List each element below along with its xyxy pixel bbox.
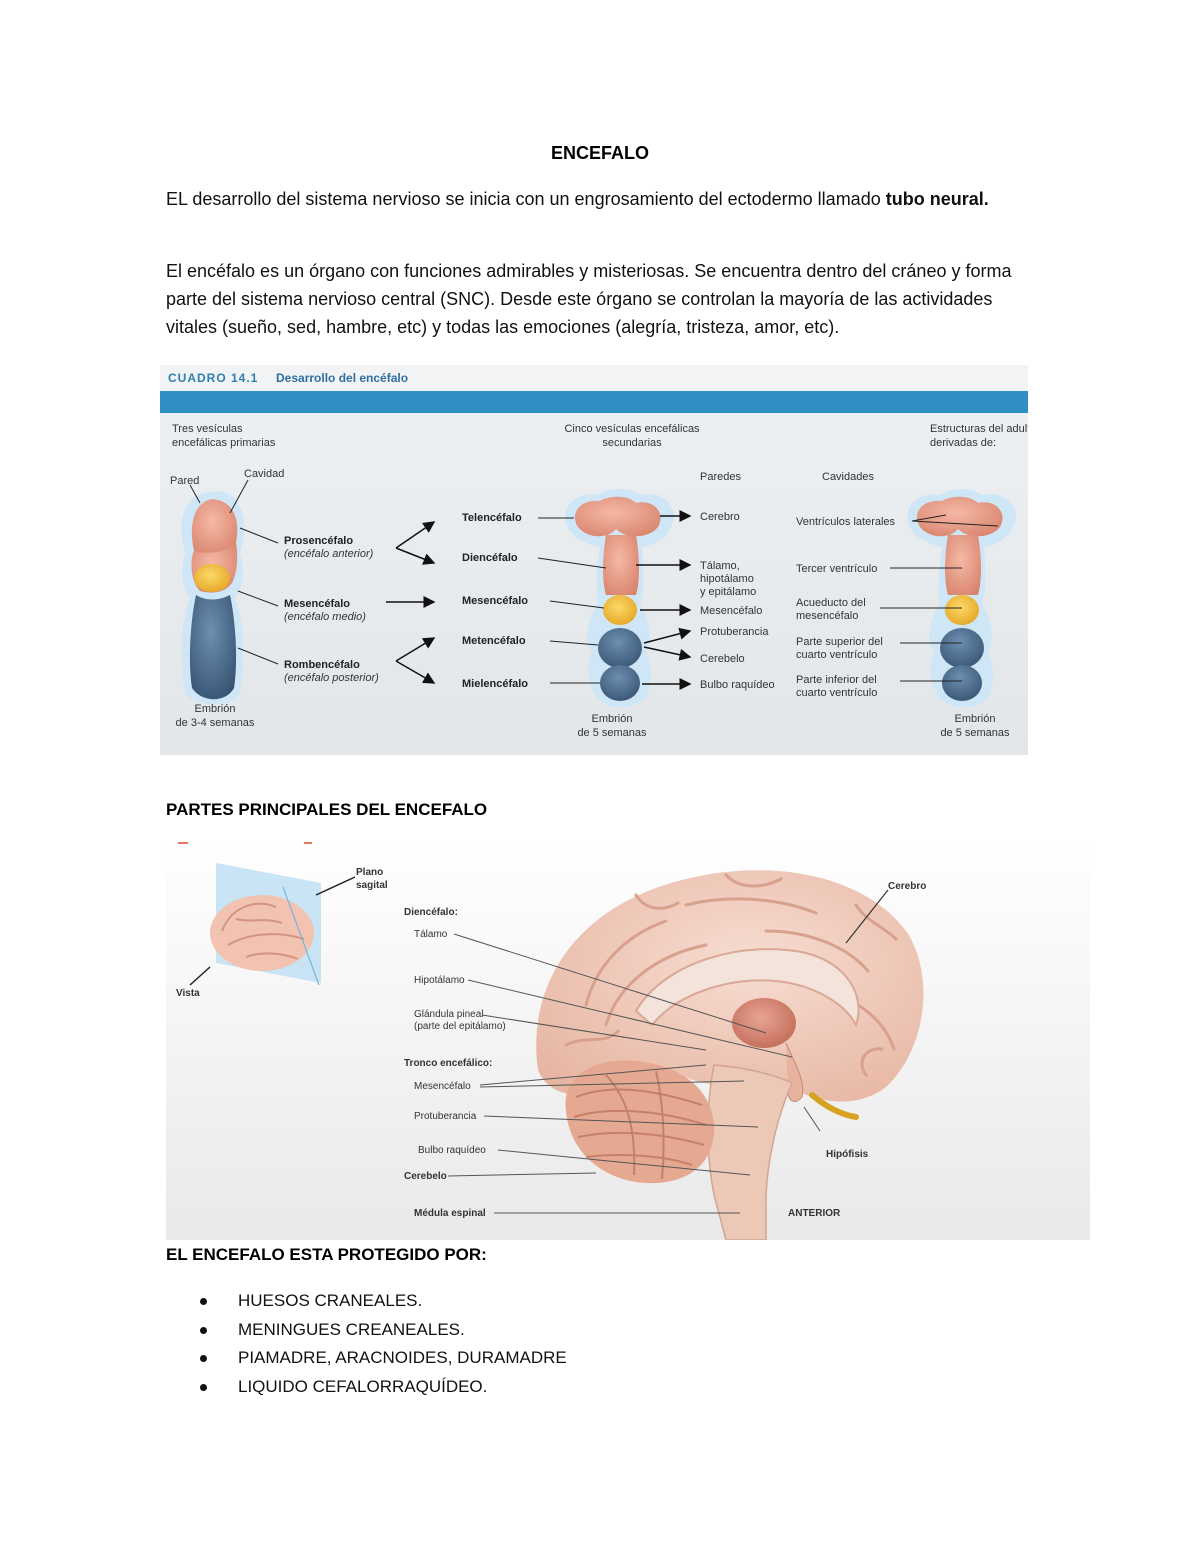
- talamo-label: Tálamo: [414, 929, 448, 940]
- embryo-5-weeks: [537, 489, 674, 708]
- hipofisis-label: Hipófisis: [826, 1149, 869, 1160]
- leader-lines: [447, 933, 821, 1214]
- bulbo-label: Bulbo raquídeo: [418, 1145, 486, 1156]
- wall-mesencefalo: Mesencéfalo: [700, 605, 762, 617]
- section-heading-parts: PARTES PRINCIPALES DEL ENCEFALO: [166, 800, 488, 819]
- embryo-3-4-weeks: [181, 479, 249, 705]
- primary-mesencefalo-sub: (encéfalo medio): [284, 611, 366, 623]
- cerebro-label: Cerebro: [888, 881, 926, 892]
- cavidad-label: Cavidad: [244, 468, 284, 480]
- tronco-label: Tronco encefálico:: [404, 1058, 492, 1069]
- list-item: PIAMADRE, ARACNOIDES, DURAMADRE: [200, 1344, 567, 1373]
- intro-text: EL desarrollo del sistema nervioso se in…: [166, 189, 881, 209]
- hipotalamo-label: Hipotálamo: [414, 975, 465, 986]
- wall-cerebelo: Cerebelo: [700, 653, 745, 665]
- secondary-telencefalo: Telencéfalo: [462, 512, 522, 524]
- anterior-label: ANTERIOR: [788, 1208, 841, 1219]
- secondary-mesencefalo: Mesencéfalo: [462, 595, 528, 607]
- primary-mesencefalo: Mesencéfalo: [284, 598, 350, 610]
- vista-label: Vista: [176, 988, 200, 999]
- cerebelo-label: Cerebelo: [404, 1171, 447, 1182]
- glandula-label: Glándula pineal(parte del epitálamo): [414, 1009, 506, 1032]
- bullet-icon: [200, 1326, 207, 1334]
- list-item: HUESOS CRANEALES.: [200, 1287, 567, 1316]
- wall-bulbo: Bulbo raquídeo: [700, 679, 775, 691]
- secondary-mielencefalo: Mielencéfalo: [462, 678, 528, 690]
- wall-cerebro: Cerebro: [700, 511, 740, 523]
- protection-list: HUESOS CRANEALES. MENINGUES CREANEALES. …: [200, 1287, 567, 1401]
- list-item: LIQUIDO CEFALORRAQUÍDEO.: [200, 1373, 567, 1402]
- bullet-icon: [200, 1383, 207, 1391]
- embryo-5-weeks-adult: [880, 489, 1016, 708]
- primary-rombencefalo: Rombencéfalo: [284, 659, 360, 671]
- page-title: ENCEFALO: [550, 143, 649, 163]
- cavidades-label: Cavidades: [822, 471, 874, 483]
- wall-protuberancia: Protuberancia: [700, 626, 769, 638]
- sagittal-brain: [536, 870, 924, 1240]
- cavity-ventriculos: Ventrículos laterales: [796, 516, 896, 528]
- inset-brain: [189, 863, 356, 986]
- primary-prosencefalo: Prosencéfalo: [284, 535, 353, 547]
- cavity-tercer: Tercer ventrículo: [796, 563, 877, 575]
- intro-bold: tubo neural.: [885, 189, 989, 209]
- secondary-diencefalo: Diencéfalo: [462, 552, 518, 564]
- description-paragraph: El encéfalo es un órgano con funciones a…: [166, 261, 1012, 337]
- paredes-label: Paredes: [700, 471, 741, 483]
- medula-label: Médula espinal: [414, 1208, 486, 1219]
- primary-rombencefalo-sub: (encéfalo posterior): [284, 672, 379, 684]
- mesencefalo-label: Mesencéfalo: [414, 1081, 471, 1092]
- bullet-icon: [200, 1355, 207, 1362]
- primary-prosencefalo-sub: (encéfalo anterior): [284, 548, 374, 560]
- protuberancia-label: Protuberancia: [414, 1111, 477, 1122]
- figure1-badge: CUADRO 14.1: [168, 371, 258, 385]
- wall-arrows: [636, 510, 692, 690]
- section-heading-protection: EL ENCEFALO ESTA PROTEGIDO POR:: [166, 1245, 487, 1264]
- primary-arrows: [386, 521, 436, 684]
- bullet-icon: [200, 1298, 207, 1305]
- pared-label: Pared: [170, 475, 199, 487]
- intro-paragraph: EL desarrollo del sistema nervioso se in…: [166, 185, 1046, 213]
- figure1-title: Desarrollo del encéfalo: [276, 371, 408, 385]
- diencefalo-label: Diencéfalo:: [404, 907, 458, 918]
- secondary-metencefalo: Metencéfalo: [462, 635, 526, 647]
- list-item: MENINGUES CREANEALES.: [200, 1316, 567, 1345]
- brain-development-figure: CUADRO 14.1 Desarrollo del encéfalo Tres…: [160, 363, 1028, 755]
